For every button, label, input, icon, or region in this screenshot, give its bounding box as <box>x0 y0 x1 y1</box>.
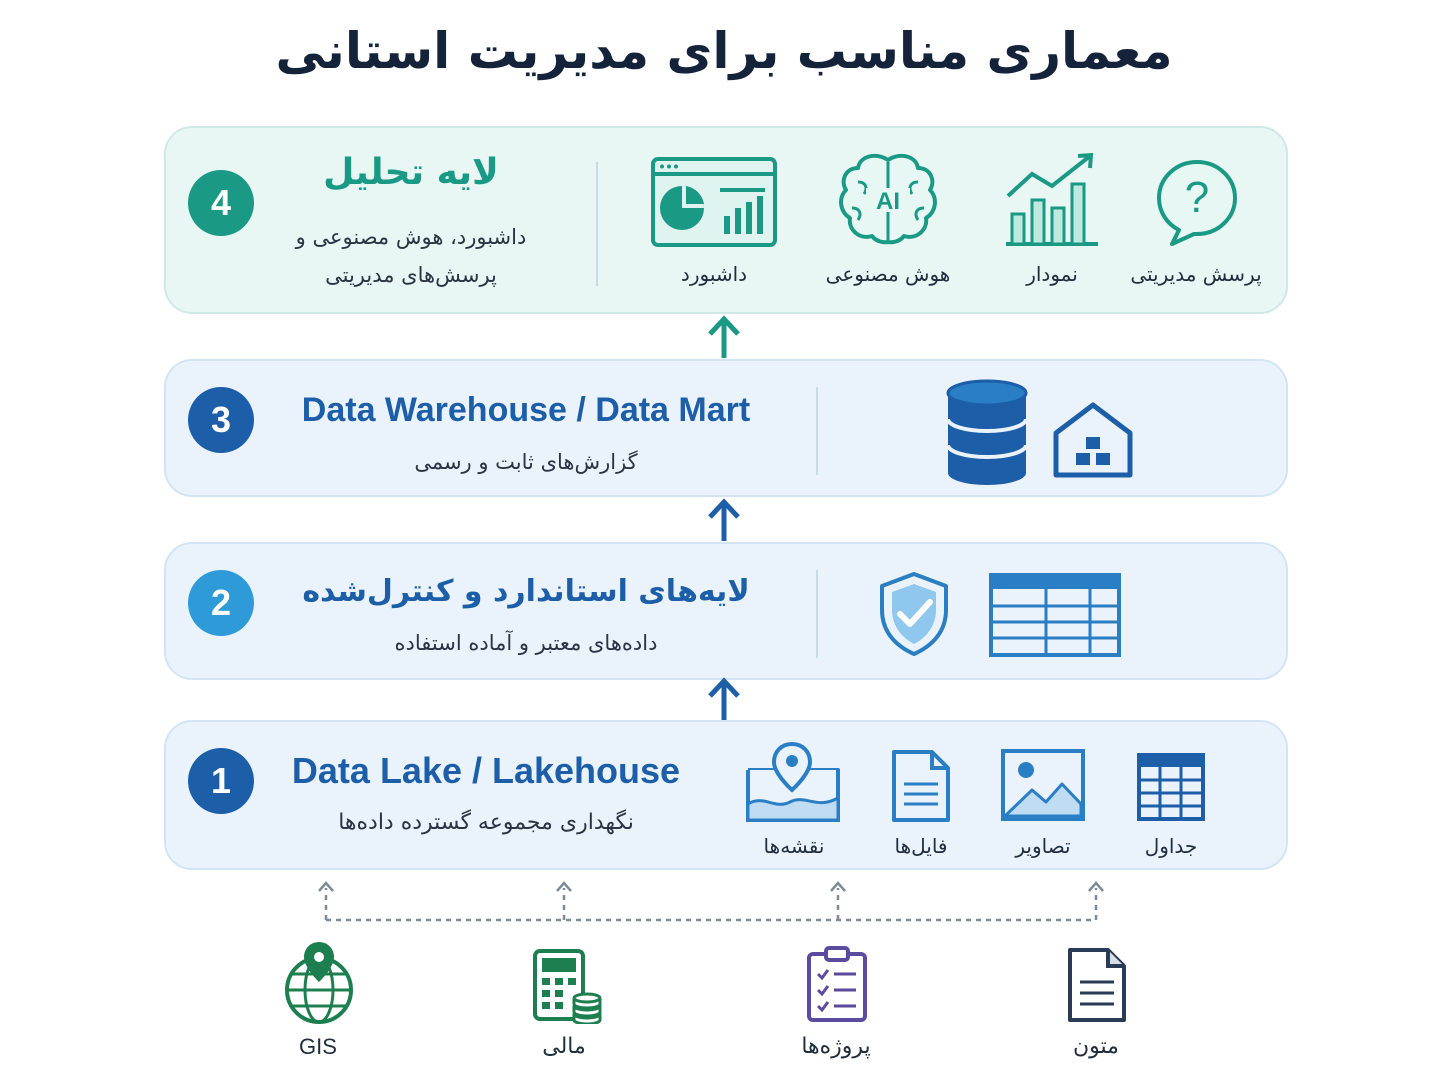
layer-4-badge: 4 <box>188 170 254 236</box>
bar-chart-icon <box>1006 152 1098 246</box>
table-grid-icon <box>989 573 1121 657</box>
layer-3-divider <box>816 387 818 475</box>
arrow-layer3-to-layer4 <box>708 315 740 358</box>
layer-3-title: Data Warehouse / Data Mart <box>301 391 751 429</box>
ai-brain-icon: AI <box>839 153 937 245</box>
layer-2-divider <box>816 570 818 658</box>
source-label-projects: پروژه‌ها <box>801 1034 871 1059</box>
table-icon <box>1137 753 1205 821</box>
arrow-layer1-to-layer2 <box>708 677 740 720</box>
svg-text:?: ? <box>1185 173 1209 222</box>
dashboard-icon <box>651 157 777 247</box>
arrow-layer2-to-layer3 <box>708 498 740 541</box>
question-bubble-icon: ? <box>1157 160 1237 246</box>
calculator-coins-icon <box>533 949 602 1024</box>
layer-4-subtitle-line2: پرسش‌های مدیریتی <box>325 263 497 287</box>
icon-label-dashboard: داشبورد <box>680 262 748 286</box>
layer-1-badge: 1 <box>188 748 254 814</box>
layer-3-panel: 3 Data Warehouse / Data Mart گزارش‌های ث… <box>164 359 1288 497</box>
layer-1-subtitle: نگهداری مجموعه گسترده داده‌ها <box>338 810 634 835</box>
layer-3-subtitle: گزارش‌های ثابت و رسمی <box>414 450 638 474</box>
checklist-icon <box>807 946 867 1022</box>
layer-1-panel: 1 Data Lake / Lakehouse نگهداری مجموعه گ… <box>164 720 1288 870</box>
icon-label-maps: نقشه‌ها <box>763 834 825 858</box>
database-icon <box>946 379 1028 485</box>
layer-2-title: لایه‌های استاندارد و کنترل‌شده <box>302 574 750 609</box>
icon-label-ai: هوش مصنوعی <box>825 262 951 286</box>
image-icon <box>1001 749 1085 821</box>
layer-1-title: Data Lake / Lakehouse <box>291 750 681 791</box>
layer-3-badge: 3 <box>188 387 254 453</box>
map-icon <box>746 741 840 822</box>
layer-4-panel: 4 لایه تحلیل داشبورد، هوش مصنوعی و پرسش‌… <box>164 126 1288 314</box>
page-title: معماری مناسب برای مدیریت استانی <box>275 22 1173 80</box>
icon-label-question: پرسش مدیریتی <box>1130 262 1262 286</box>
icon-label-tables: جداول <box>1144 834 1198 858</box>
svg-text:AI: AI <box>876 188 900 215</box>
layer-4-title: لایه تحلیل <box>323 152 499 193</box>
icon-label-images: تصاویر <box>1015 834 1071 858</box>
file-icon <box>892 750 950 822</box>
shield-check-icon <box>880 572 948 656</box>
layer-2-panel: 2 لایه‌های استاندارد و کنترل‌شده داده‌ها… <box>164 542 1288 680</box>
source-label-gis: GIS <box>299 1034 337 1059</box>
icon-label-chart: نمودار <box>1026 262 1078 286</box>
layer-4-subtitle-line1: داشبورد، هوش مصنوعی و <box>295 225 527 249</box>
globe-pin-icon <box>285 942 353 1024</box>
sources-connector <box>318 881 1104 922</box>
warehouse-icon <box>1053 402 1133 478</box>
source-label-finance: مالی <box>542 1034 586 1059</box>
source-label-texts: متون <box>1073 1034 1119 1059</box>
layer-2-badge: 2 <box>188 570 254 636</box>
icon-label-files: فایل‌ها <box>894 834 948 858</box>
layer-2-subtitle: داده‌های معتبر و آماده استفاده <box>394 631 658 655</box>
layer-4-divider <box>596 162 598 286</box>
text-document-icon <box>1068 948 1126 1022</box>
